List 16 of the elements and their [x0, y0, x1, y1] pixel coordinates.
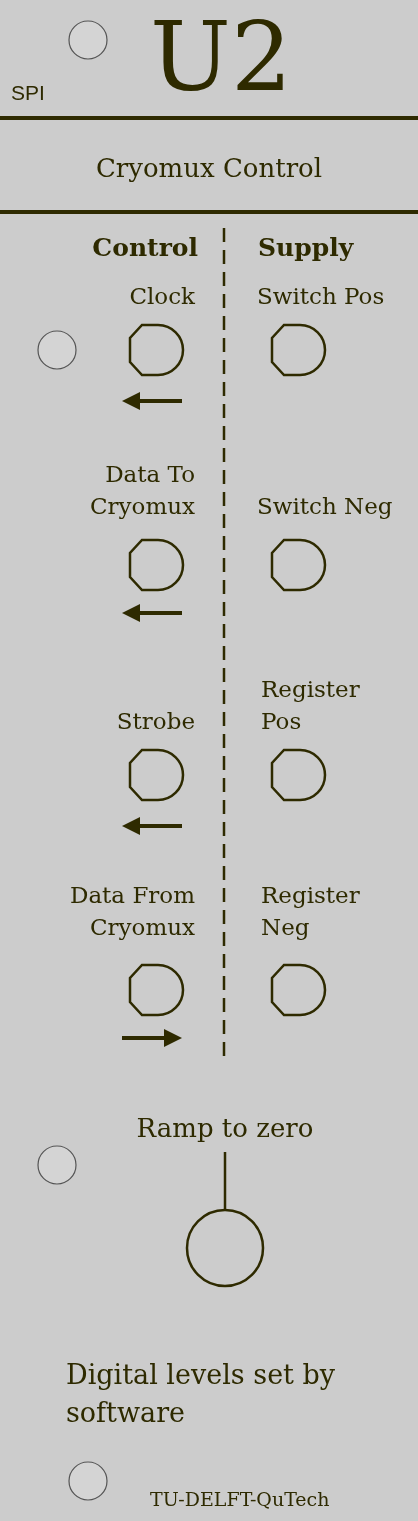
connector-label: Strobe	[116, 708, 195, 734]
column-heading: Supply	[258, 233, 354, 262]
credit-text: TU-DELFT-QuTech	[150, 1488, 330, 1510]
connector-label: Switch Neg	[257, 493, 393, 519]
connector-label: Data From Cryomux	[69, 882, 195, 940]
connector-label: Data To Cryomux	[89, 461, 195, 519]
switch-label: Ramp to zero	[136, 1113, 314, 1143]
panel-heading: Cryomux Control	[95, 153, 323, 183]
connector-label: Register Neg	[261, 882, 360, 940]
module-label: SPI	[11, 81, 45, 104]
column-heading: Control	[92, 233, 198, 262]
connector-label: Switch Pos	[257, 283, 385, 309]
connector-label: Register Pos	[261, 676, 360, 734]
connector-label: Clock	[129, 283, 195, 309]
note: Digital levels set by software	[66, 1359, 336, 1428]
module-title: U2	[150, 2, 292, 112]
